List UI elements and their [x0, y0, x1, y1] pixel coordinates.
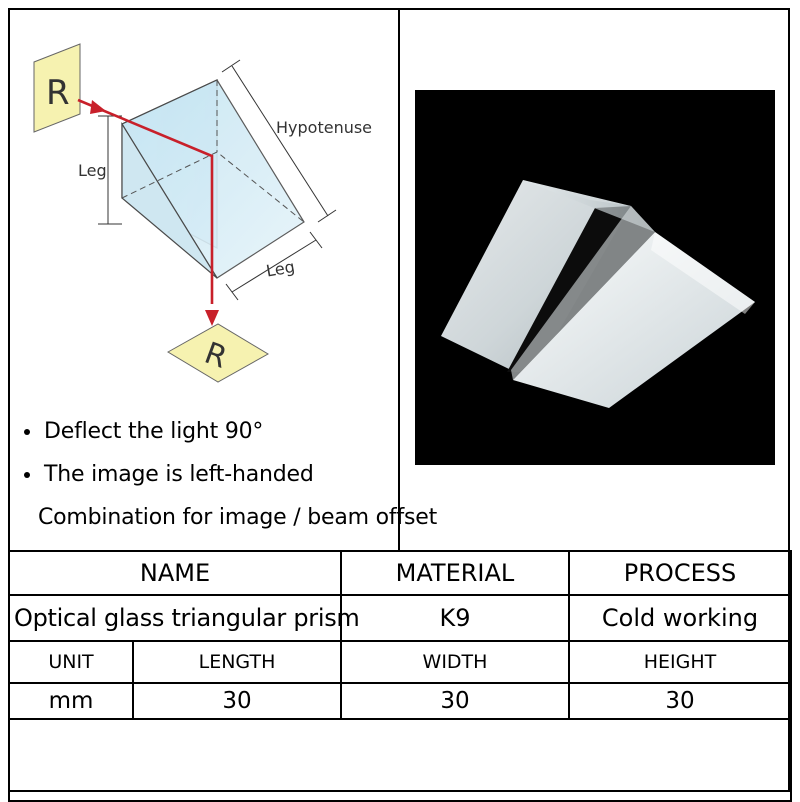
value-material: K9: [340, 594, 570, 642]
table-row: UNIT LENGTH WIDTH HEIGHT: [8, 640, 792, 684]
spec-table: NAME MATERIAL PROCESS Optical glass tria…: [8, 550, 792, 802]
feature-text: The image is left-handed: [44, 462, 314, 487]
light-beam: [77, 98, 219, 326]
feature-item: Deflect the light 90°: [20, 410, 400, 453]
vertical-divider: [398, 8, 400, 552]
table-row: mm 30 30 30: [8, 682, 792, 720]
feature-text: Deflect the light 90°: [44, 419, 264, 444]
value-process: Cold working: [568, 594, 792, 642]
header-unit: UNIT: [8, 640, 134, 684]
input-image-card: R: [33, 43, 81, 133]
table-row: Optical glass triangular prism K9 Cold w…: [8, 594, 792, 642]
value-height: 30: [568, 682, 792, 720]
header-name: NAME: [8, 550, 342, 596]
input-letter: R: [46, 73, 70, 113]
empty-cell: [8, 718, 792, 802]
feature-list: Deflect the light 90° The image is left-…: [20, 410, 437, 539]
value-name: Optical glass triangular prism: [8, 594, 360, 642]
prism-front-face: [121, 121, 218, 279]
prism-diagram: R R Hypotenuse Leg Leg: [33, 43, 372, 383]
feature-text: Combination for image / beam offset: [38, 505, 438, 530]
bullet-icon: [24, 428, 30, 435]
table-row-empty: [8, 718, 792, 802]
header-height: HEIGHT: [568, 640, 792, 684]
prism-photo: [415, 90, 775, 465]
header-material: MATERIAL: [340, 550, 570, 596]
header-length: LENGTH: [132, 640, 342, 684]
output-image-card: R: [167, 323, 269, 383]
feature-item: The image is left-handed: [20, 453, 400, 496]
bullet-icon: [24, 471, 30, 478]
header-process: PROCESS: [568, 550, 792, 596]
header-width: WIDTH: [340, 640, 570, 684]
table-row: NAME MATERIAL PROCESS: [8, 550, 792, 596]
value-unit: mm: [8, 682, 134, 720]
feature-item: Combination for image / beam offset: [20, 496, 437, 539]
label-hypotenuse: Hypotenuse: [276, 118, 372, 137]
label-leg-vertical: Leg: [78, 161, 107, 180]
label-leg-bottom: Leg: [265, 257, 297, 281]
value-length: 30: [132, 682, 342, 720]
value-width: 30: [340, 682, 570, 720]
